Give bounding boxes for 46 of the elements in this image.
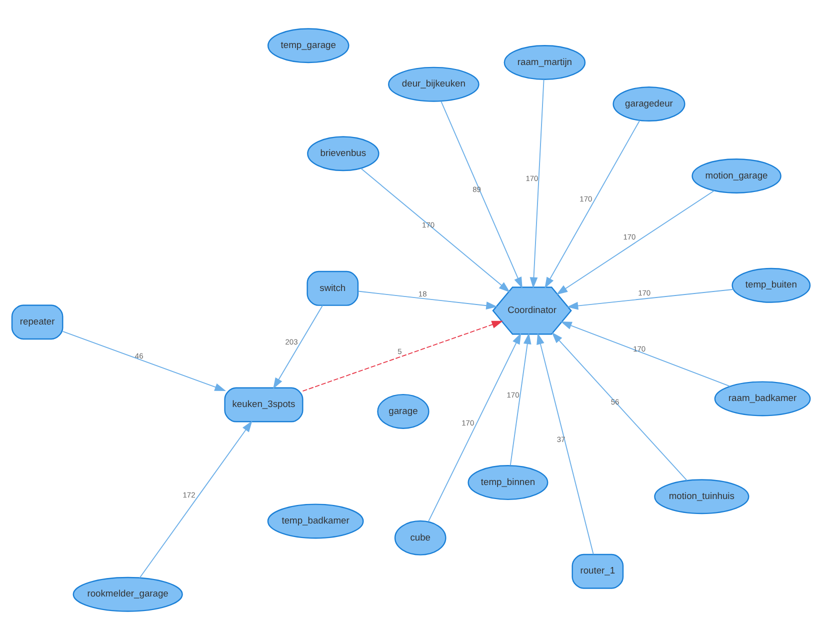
arrow: [556, 190, 715, 295]
arrow: [536, 333, 594, 555]
node-ellipse: brievenbus: [307, 136, 380, 172]
arrow: [358, 290, 498, 310]
edge-label: 170: [506, 390, 520, 400]
arrow: [273, 304, 324, 390]
node-ellipse: cube: [394, 520, 446, 556]
node-ellipse: temp_badkamer: [267, 504, 364, 539]
node-box: keuken_3spots: [224, 387, 304, 422]
arrow: [440, 100, 522, 288]
arrow: [560, 322, 730, 387]
arrow: [360, 168, 510, 292]
arrow: [566, 288, 734, 310]
node-box: repeater: [11, 304, 64, 340]
node-ellipse: garagedeur: [612, 86, 686, 122]
edge-label: 46: [134, 352, 144, 361]
arrow: [530, 79, 544, 289]
node-ellipse: temp_garage: [267, 28, 350, 64]
arrow: [139, 420, 252, 578]
arrow: [62, 330, 226, 391]
edge-label: 172: [182, 490, 196, 500]
node-ellipse: raam_martijn: [504, 45, 586, 80]
edge-label: 18: [418, 290, 427, 299]
node-box: router_1: [572, 554, 624, 589]
arrow: [302, 320, 504, 392]
arrow: [544, 120, 640, 288]
node-ellipse: deur_bijkeuken: [388, 66, 480, 102]
node-ellipse: temp_binnen: [468, 465, 548, 500]
edge-label: 170: [462, 418, 474, 428]
node-ellipse: garage: [377, 394, 430, 429]
arrow: [510, 332, 532, 466]
arrow: [428, 332, 522, 522]
edge-label: 203: [285, 337, 298, 346]
edge-label: 5: [398, 346, 402, 356]
arrow: [552, 332, 688, 481]
node-ellipse: temp_buiten: [732, 268, 811, 303]
node-ellipse: rookmelder_garage: [72, 576, 183, 612]
node-ellipse: raam_badkamer: [714, 381, 811, 416]
edge-label: 170: [580, 194, 592, 204]
node-box: switch: [306, 270, 359, 306]
node-ellipse: motion_garage: [692, 158, 782, 194]
edge-label: 170: [633, 344, 646, 354]
edge-label: 170: [638, 288, 651, 298]
edge-label: 170: [623, 232, 636, 242]
node-ellipse: motion_tuinhuis: [654, 479, 750, 514]
edge-label: 170: [526, 174, 538, 183]
